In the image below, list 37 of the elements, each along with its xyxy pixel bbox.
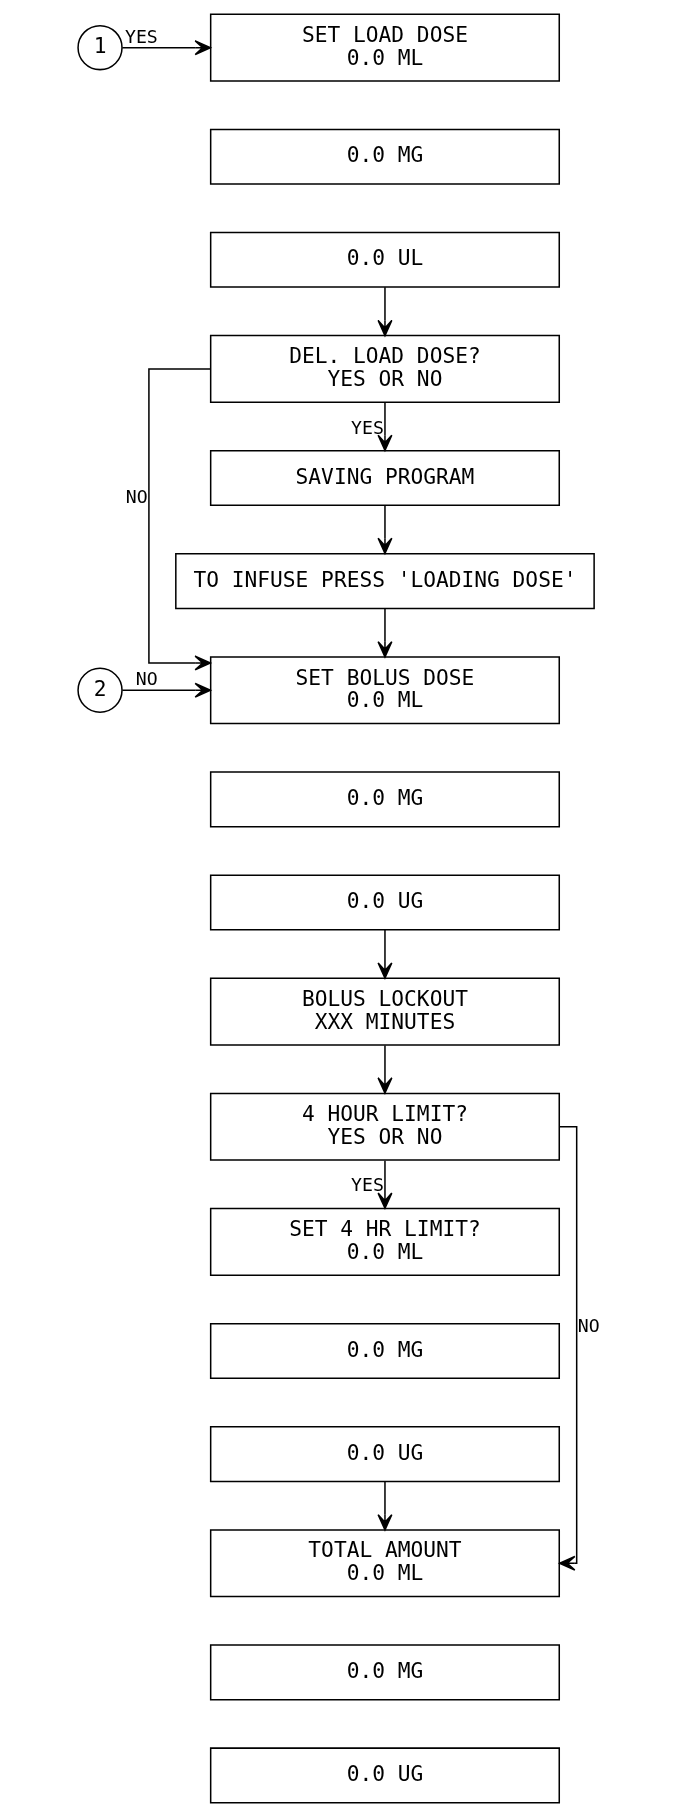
arrow <box>121 682 212 698</box>
node-box: TO INFUSE PRESS 'LOADING DOSE' <box>175 553 595 610</box>
node-box: SET LOAD DOSE 0.0 ML <box>209 13 560 82</box>
arrow <box>377 929 393 979</box>
arrow <box>377 504 393 555</box>
node-box: SET 4 HR LIMIT? 0.0 ML <box>209 1207 560 1277</box>
arrow <box>558 1126 578 1571</box>
node-box: BOLUS LOCKOUT XXX MINUTES <box>209 977 560 1046</box>
edge-label: YES <box>351 1174 384 1196</box>
node-box: 0.0 MG <box>209 1323 560 1380</box>
edge-label: YES <box>124 25 158 47</box>
arrow <box>377 607 393 658</box>
arrow <box>148 368 212 671</box>
edge-label: YES <box>351 416 384 438</box>
node-box: 0.0 MG <box>209 1644 560 1701</box>
node-box: TOTAL AMOUNT 0.0 ML <box>209 1529 560 1598</box>
node-box: 4 HOUR LIMIT? YES OR NO <box>209 1092 560 1161</box>
node-box: 0.0 UG <box>209 1426 560 1483</box>
arrow <box>377 402 393 452</box>
arrow <box>377 1480 393 1531</box>
node-box: 0.0 MG <box>209 128 560 185</box>
node-circle: 1 <box>77 24 123 71</box>
node-box: DEL. LOAD DOSE? YES OR NO <box>209 334 560 404</box>
node-box: SET BOLUS DOSE 0.0 ML <box>209 656 560 725</box>
edge-label: NO <box>125 486 148 508</box>
arrow <box>377 1044 393 1094</box>
node-box: SAVING PROGRAM <box>209 450 560 507</box>
edge-label: NO <box>577 1315 600 1337</box>
node-box: 0.0 UG <box>209 1747 560 1804</box>
arrow <box>377 1159 393 1209</box>
arrow <box>377 286 393 337</box>
edge-label: NO <box>135 668 158 690</box>
node-box: 0.0 UL <box>209 231 560 288</box>
arrow <box>121 40 212 56</box>
node-box: 0.0 UG <box>209 874 560 931</box>
node-circle: 2 <box>77 667 123 713</box>
node-box: 0.0 MG <box>209 771 560 828</box>
